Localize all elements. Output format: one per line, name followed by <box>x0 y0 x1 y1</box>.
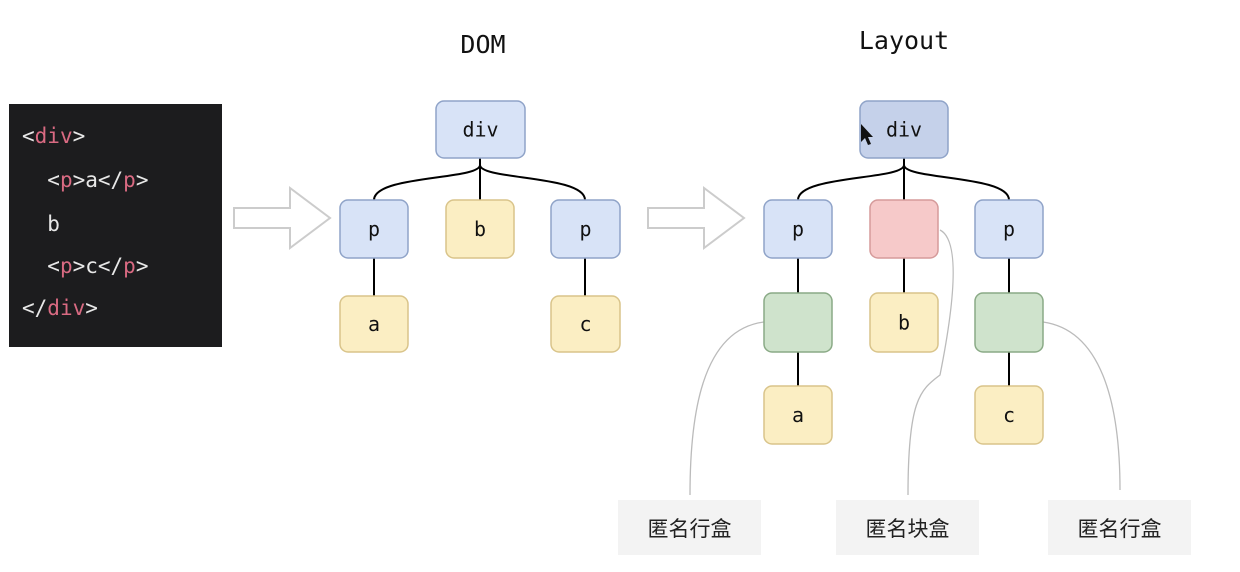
node-label: a <box>368 312 380 336</box>
layout-node-div: div <box>859 100 949 159</box>
label-anonymous-inline-box-2: 匿名行盒 <box>1048 500 1191 555</box>
layout-node-c: c <box>974 385 1044 445</box>
node-label: b <box>898 311 910 335</box>
code-text: b <box>22 212 60 236</box>
dom-node-div: div <box>435 100 526 159</box>
tree-edges <box>373 158 1010 386</box>
dom-node-c: c <box>550 295 621 353</box>
code-text: < <box>22 254 60 278</box>
code-tag-name: p <box>123 254 136 278</box>
code-text: > <box>135 168 149 192</box>
code-text: > <box>135 254 149 278</box>
dom-title: DOM <box>460 30 506 59</box>
node-box <box>763 385 833 445</box>
node-label: b <box>474 217 486 241</box>
code-tag-name: p <box>59 254 73 278</box>
tree-nodes: div p b p a c div p p b a c <box>339 100 1044 445</box>
html-code-block: <div> <p>a</p> b <p>c</p></div> <box>9 104 222 347</box>
node-box <box>550 295 621 353</box>
mouse-cursor-icon <box>861 124 873 145</box>
node-box <box>550 199 621 259</box>
layout-node-anonymous-block <box>869 199 939 259</box>
code-text: < <box>22 168 60 192</box>
node-box <box>859 100 949 159</box>
label-anonymous-block-box: 匿名块盒 <box>836 500 979 555</box>
label-anonymous-inline-box-1: 匿名行盒 <box>618 500 761 555</box>
node-box <box>763 292 833 353</box>
code-tag-name: p <box>123 168 136 192</box>
node-label: a <box>792 403 804 427</box>
code-tag-name: div <box>34 124 73 148</box>
dom-node-p: p <box>339 199 409 259</box>
layout-node-anonymous-inline <box>974 292 1044 353</box>
code-line: <div> <box>22 124 85 148</box>
node-label: p <box>792 217 804 241</box>
arrow-right-icon <box>647 186 746 250</box>
node-box <box>339 295 409 353</box>
layout-node-p: p <box>763 199 833 259</box>
node-box <box>974 199 1044 259</box>
node-label: c <box>579 312 591 336</box>
node-label: div <box>462 118 498 142</box>
code-line: </div> <box>22 296 98 320</box>
code-tag-name: div <box>47 296 86 320</box>
node-box <box>445 199 515 259</box>
callout-lines <box>689 229 1121 496</box>
code-text: </ <box>22 296 48 320</box>
node-box <box>974 292 1044 353</box>
layout-title: Layout <box>858 26 950 55</box>
node-box <box>869 199 939 259</box>
arrow-right-icon <box>233 186 332 250</box>
node-box <box>974 385 1044 445</box>
node-box <box>869 292 939 353</box>
code-line: <p>a</p> <box>22 168 148 192</box>
dom-node-a: a <box>339 295 409 353</box>
layout-node-b: b <box>869 292 939 353</box>
code-line: b <box>22 212 60 236</box>
node-label: p <box>579 217 591 241</box>
dom-node-p: p <box>550 199 621 259</box>
node-label: p <box>1003 217 1015 241</box>
node-box <box>763 199 833 259</box>
node-label: p <box>368 217 380 241</box>
code-text: >a</ <box>72 168 124 192</box>
node-label: c <box>1003 403 1015 427</box>
code-text: < <box>22 124 35 148</box>
code-text: > <box>72 124 86 148</box>
layout-node-anonymous-inline <box>763 292 833 353</box>
node-box <box>435 100 526 159</box>
layout-node-p: p <box>974 199 1044 259</box>
arrows <box>233 186 746 250</box>
node-label: div <box>886 118 922 142</box>
code-line: <p>c</p> <box>22 254 148 278</box>
code-tag-name: p <box>59 168 73 192</box>
dom-node-b: b <box>445 199 515 259</box>
node-box <box>339 199 409 259</box>
code-text: >c</ <box>72 254 124 278</box>
layout-node-a: a <box>763 385 833 445</box>
code-text: > <box>85 296 98 320</box>
